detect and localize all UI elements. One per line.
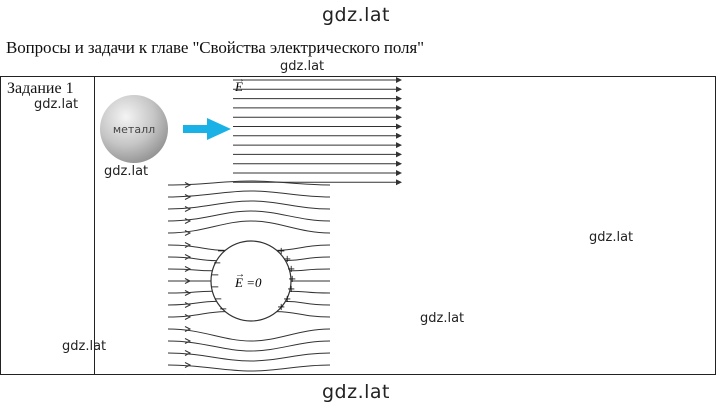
charge-plus: + (283, 254, 291, 265)
watermark-3: gdz.lat (104, 164, 149, 179)
field-line (167, 300, 217, 306)
field-line-arrow (184, 206, 192, 212)
field-line-arrow (184, 230, 192, 236)
field-line (285, 256, 331, 262)
field-line-arrow (184, 278, 192, 284)
watermark-4: gdz.lat (589, 230, 634, 245)
field-line-arrow (184, 326, 192, 332)
task-label: Задание 1 (7, 80, 74, 97)
watermark-2: gdz.lat (34, 97, 79, 112)
charge-plus: + (287, 264, 295, 275)
field-line-arrow (184, 194, 192, 200)
blue-arrow-icon (183, 118, 231, 140)
charge-minus: − (219, 304, 227, 315)
task-label-column: Задание 1 (1, 77, 95, 374)
field-line-arrow (184, 374, 188, 375)
field-label: → E (234, 76, 245, 94)
field-line-arrow (184, 266, 192, 272)
charge-plus: + (277, 246, 285, 257)
field-line (167, 352, 331, 362)
watermark-1: gdz.lat (280, 59, 325, 74)
charge-plus: + (277, 302, 285, 313)
field-line (167, 190, 331, 198)
distorted-field-lines (167, 180, 331, 375)
charge-minus: − (211, 270, 219, 281)
field-line (289, 290, 331, 294)
sphere-in-field: → E =0 −−−−−− +++++++ (210, 240, 296, 322)
svg-text:E: E (234, 79, 243, 94)
field-line-arrow (184, 338, 192, 344)
field-line (167, 256, 217, 262)
charge-minus: − (214, 294, 222, 305)
field-line (167, 244, 226, 251)
negative-charges: −−−−−− (211, 246, 227, 315)
field-line (167, 210, 331, 222)
field-line-arrow (184, 350, 192, 356)
field-line (167, 220, 331, 234)
watermark-5: gdz.lat (420, 311, 465, 326)
field-line (167, 364, 331, 372)
sphere-label: металл (113, 123, 155, 136)
charge-plus: + (288, 274, 296, 285)
field-line (167, 268, 213, 272)
metal-sphere: металл (100, 95, 168, 163)
field-line (167, 328, 331, 342)
watermark-6: gdz.lat (62, 339, 107, 354)
field-line (167, 180, 331, 186)
charge-plus: + (283, 294, 291, 305)
watermark-top: gdz.lat (322, 4, 391, 26)
field-line-arrow (184, 254, 192, 260)
field-line (167, 290, 213, 294)
charge-plus: + (287, 284, 295, 295)
field-line-arrow (184, 362, 192, 368)
field-line (276, 311, 331, 318)
inside-field-label: → E =0 (234, 269, 262, 290)
svg-text:E =0: E =0 (234, 275, 262, 290)
field-line (167, 340, 331, 352)
positive-charges: +++++++ (277, 246, 296, 313)
uniform-field-lines (233, 77, 402, 186)
field-line (167, 200, 331, 210)
field-line-arrow (184, 290, 192, 296)
field-line-arrow (184, 218, 192, 224)
field-line (167, 311, 226, 318)
field-line-arrow (184, 314, 192, 320)
electric-field-diagram: металл → E → E =0 −−−−−− +++++++ (100, 76, 402, 375)
charge-minus: − (213, 258, 221, 269)
charge-minus: − (211, 282, 219, 293)
task-frame: Задание 1 (0, 76, 716, 375)
field-line-arrow (184, 302, 192, 308)
watermark-bottom: gdz.lat (322, 381, 391, 403)
page-heading: Вопросы и задачи к главе "Свойства элект… (6, 38, 424, 57)
field-line-arrow (184, 242, 192, 248)
field-line (289, 268, 331, 272)
svg-text:→: → (235, 269, 245, 280)
charge-minus: − (217, 246, 225, 257)
field-line (276, 244, 331, 251)
field-line (285, 300, 331, 306)
field-line-arrow (184, 182, 192, 188)
